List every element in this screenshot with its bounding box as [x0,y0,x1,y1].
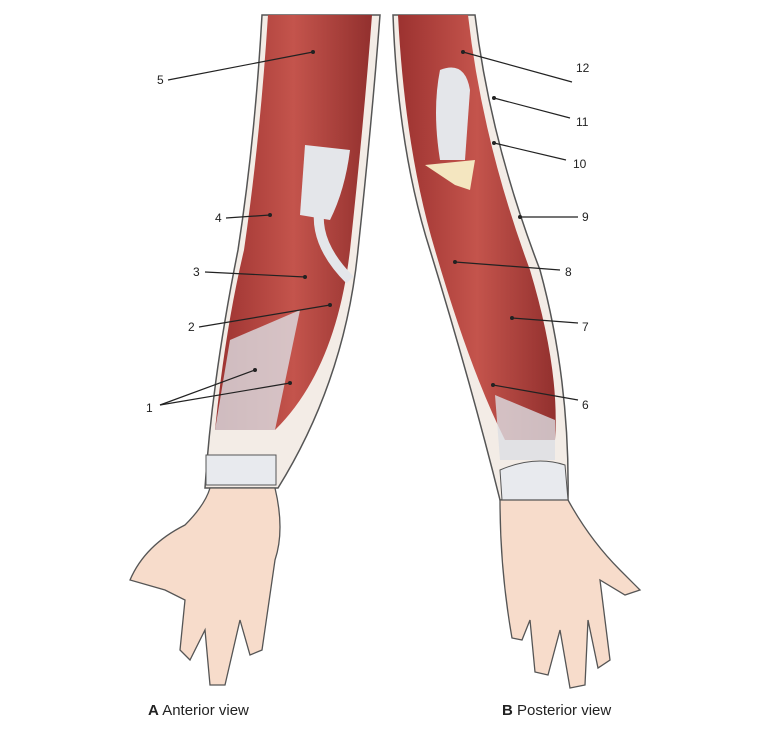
anterior-arm-illustration [129,14,381,686]
label-4: 4 [215,211,222,225]
anterior-caption-letter: A [148,702,159,719]
posterior-caption: B Posterior view [502,702,611,719]
posterior-caption-text: Posterior view [517,702,611,719]
label-2: 2 [188,320,195,334]
label-5: 5 [157,73,164,87]
posterior-leader-lines [453,50,579,401]
label-8: 8 [565,265,572,279]
label-12: 12 [576,61,590,75]
label-9: 9 [582,210,589,224]
label-10: 10 [573,157,587,171]
posterior-arm-illustration [392,14,642,689]
anterior-caption-text: Anterior view [162,702,249,719]
label-7: 7 [582,320,589,334]
label-3: 3 [193,265,200,279]
label-6: 6 [582,398,589,412]
label-1: 1 [146,401,153,415]
posterior-caption-letter: B [502,702,513,719]
anterior-leader-lines [159,50,332,406]
anterior-caption: A Anterior view [148,702,249,719]
label-11: 11 [576,115,589,129]
